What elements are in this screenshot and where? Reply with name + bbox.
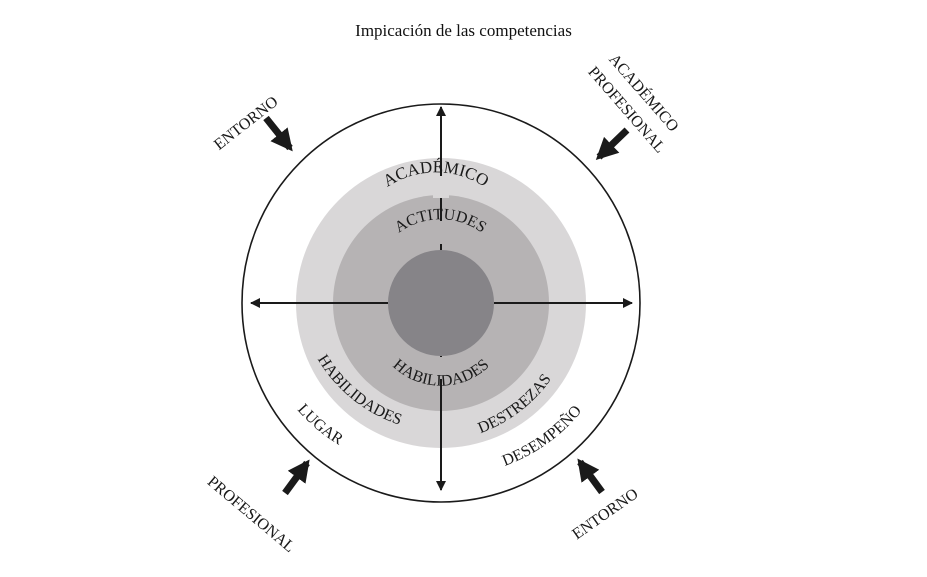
corner-arrow-top-right <box>595 127 630 161</box>
corner-label-entorno-bottom-right: ENTORNO <box>569 486 641 544</box>
label-gap-academico <box>433 176 449 198</box>
outer-circle <box>241 103 641 503</box>
corner-arrow-bottom-left <box>282 459 310 496</box>
label-gap-actitudes <box>433 221 449 244</box>
core-circle <box>388 250 494 356</box>
label-lugar: LUGAR <box>294 401 346 449</box>
label-gap-habilidades <box>433 357 449 379</box>
corner-label-profesional-bottom-left: PROFESIONAL <box>204 473 298 556</box>
diagram-title: Impicación de las competencias <box>355 21 572 40</box>
corner-arrow-top-left <box>263 115 293 152</box>
corner-arrow-bottom-right <box>577 458 605 495</box>
